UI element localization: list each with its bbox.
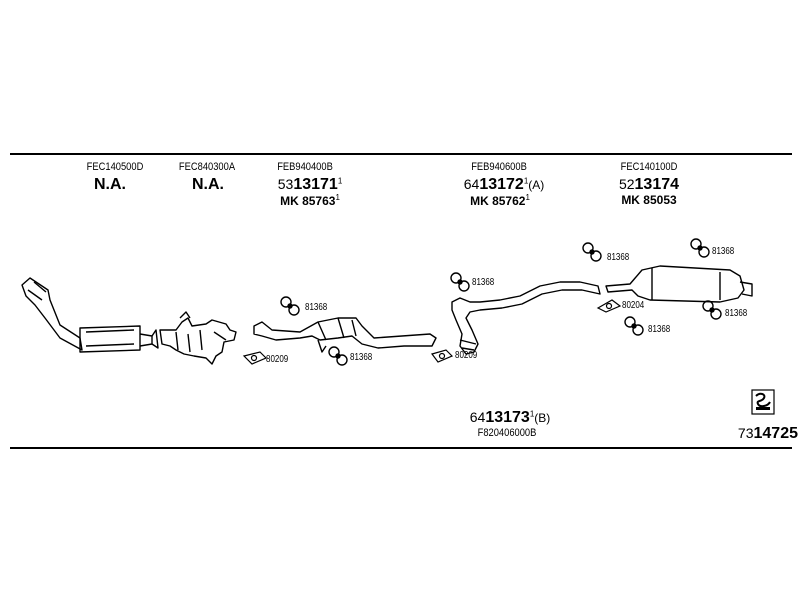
- part-prefix: 64: [463, 176, 480, 192]
- gasket-icon: [596, 299, 622, 313]
- hanger-label: 81368: [350, 352, 373, 363]
- column-3-mk: MK 857631: [265, 193, 355, 208]
- mk-text: MK 85763: [280, 194, 336, 208]
- hanger-label: 81368: [712, 246, 735, 257]
- hanger-label: 81368: [607, 252, 630, 263]
- column-2-status: N.A.: [192, 176, 224, 193]
- part-number: 13172: [479, 176, 524, 193]
- mk-sup: 1: [525, 193, 530, 202]
- rubber-hanger-icon: [280, 296, 300, 316]
- hanger-label: 81368: [725, 308, 748, 319]
- mk-text: MK 85053: [621, 193, 677, 207]
- column-1-code: FEC140500D: [86, 161, 144, 173]
- hanger-label: 81368: [648, 324, 671, 335]
- footer-number: 14725: [753, 425, 799, 442]
- mk-text: MK 85762: [470, 194, 526, 208]
- column-4-part-number: 64131721(A): [449, 177, 559, 193]
- rear-silencer: [605, 265, 753, 303]
- middle-pipe: [451, 281, 601, 355]
- rubber-hanger-icon: [702, 300, 722, 320]
- gasket-label: 80209: [455, 350, 478, 361]
- front-pipe: [21, 277, 159, 353]
- hanger-label: 81368: [305, 302, 328, 313]
- gasket-icon: [430, 349, 454, 363]
- part-suffix: (A): [528, 178, 545, 192]
- part-number: 13174: [634, 176, 680, 193]
- rubber-hanger-icon: [450, 272, 470, 292]
- column-1-status: N.A.: [94, 176, 126, 193]
- column-2-code: FEC840300A: [178, 161, 236, 173]
- intermediate-pipe: [253, 317, 437, 353]
- column-5-mk: MK 85053: [604, 194, 694, 206]
- rubber-hanger-icon: [582, 242, 602, 262]
- part-prefix: 52: [618, 176, 635, 192]
- footer-id: 7314725: [728, 426, 798, 442]
- part-suffix: (B): [534, 411, 551, 425]
- gasket-label: 80204: [622, 300, 645, 311]
- column-4-code: FEB940600B: [471, 161, 527, 173]
- part-number: 13171: [293, 176, 338, 193]
- footer-prefix: 73: [737, 425, 754, 441]
- part-sup: 1: [529, 409, 535, 419]
- top-rule: [10, 153, 792, 155]
- column-3-part-number: 53131711: [265, 177, 355, 193]
- hanger-label: 81368: [472, 277, 495, 288]
- part-prefix: 53: [277, 176, 294, 192]
- part-number: 13173: [485, 409, 530, 426]
- rubber-hanger-icon: [624, 316, 644, 336]
- column-3-code: FEB940400B: [277, 161, 333, 173]
- column-4-mk: MK 857621: [455, 193, 545, 208]
- bottom-rule: [10, 447, 792, 449]
- mk-sup: 1: [335, 193, 340, 202]
- bottom-part-number: 64131731(B): [450, 410, 570, 426]
- catalytic-section: [159, 311, 237, 365]
- parts-logo-icon: [751, 389, 775, 415]
- part-sup: 1: [523, 176, 529, 186]
- column-5-part-number: 5213174: [604, 177, 694, 193]
- part-sup: 1: [337, 176, 343, 186]
- rubber-hanger-icon: [328, 346, 348, 366]
- rubber-hanger-icon: [690, 238, 710, 258]
- bottom-part-code: F820406000B: [477, 427, 537, 439]
- gasket-label: 80209: [266, 354, 289, 365]
- gasket-icon: [242, 351, 268, 365]
- part-prefix: 64: [469, 409, 486, 425]
- column-5-code: FEC140100D: [620, 161, 678, 173]
